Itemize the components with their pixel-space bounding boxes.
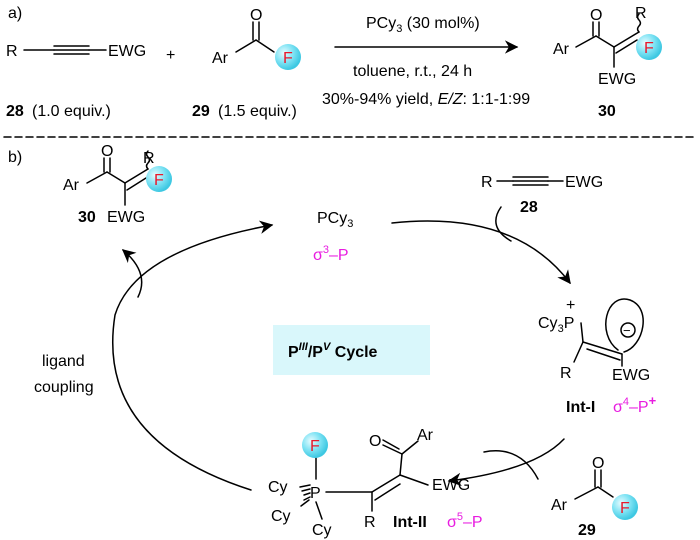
alkyne-ewg-label: EWG — [108, 43, 146, 60]
cycle-acyl-fluoride-f-label: F — [620, 500, 630, 517]
acyl-fluoride-f-label: F — [283, 50, 293, 67]
yield-condition: 30%-94% yield, E/Z: 1:1-1:99 — [322, 91, 530, 108]
catalyst-sigma-label: σ3–P — [313, 244, 349, 264]
cycle-acyl-fluoride-o-label: O — [592, 455, 604, 472]
product-30-bonds — [575, 13, 642, 68]
cycle-alkyne-r-label: R — [481, 174, 493, 191]
acyl-fluoride-o-label: O — [250, 7, 262, 24]
panel-a — [23, 13, 642, 68]
plus-sign: + — [166, 47, 175, 64]
fluorine-ball-30b — [146, 166, 172, 192]
int2-ewg-label: EWG — [432, 477, 470, 494]
panel-a-label: a) — [8, 5, 22, 22]
int1-plus: + — [566, 297, 575, 314]
product-r-label: R — [635, 5, 647, 22]
product-o-label: O — [590, 7, 602, 24]
int2-cy-label-2: Cy — [271, 508, 291, 525]
cycle-arc-int1-to-int2 — [447, 438, 565, 487]
product-release-arrow — [121, 249, 143, 298]
product-f-label: F — [644, 40, 654, 57]
fluorine-ball-29a — [275, 44, 301, 70]
int1-minus: − — [623, 323, 631, 338]
cycle-product-ar-label: Ar — [63, 177, 80, 194]
cycle-arc-int2-to-product — [111, 220, 274, 491]
catalyst-pcy3: PCy3 — [317, 210, 353, 230]
int2-cy-label-3: Cy — [312, 522, 332, 539]
cycle-alkyne-28-triple-bond — [496, 176, 564, 186]
int2-cy-label-1: Cy — [268, 479, 288, 496]
cycle-acyl-fluoride-ar-label: Ar — [551, 497, 568, 514]
cycle-product-r-label: R — [143, 150, 155, 167]
compound-29-equiv: (1.5 equiv.) — [218, 103, 297, 120]
cycle-compound-28-number: 28 — [520, 199, 538, 216]
cycle-compound-29-number: 29 — [578, 522, 596, 539]
int2-o-label: O — [369, 433, 381, 450]
fluorine-ball-29b — [612, 494, 638, 520]
int2-r-label: R — [364, 514, 376, 531]
int1-cy3p: Cy3P — [538, 315, 574, 335]
compound-29-number: 29 — [192, 103, 210, 120]
cycle-product-f-label: F — [154, 172, 164, 189]
int2-f-label: F — [310, 438, 320, 455]
int-2-bonds — [299, 439, 429, 520]
fluorine-balls — [146, 34, 662, 520]
cycle-acyl-fluoride-29-bonds — [574, 469, 614, 500]
catalyst-condition: PCy3 (30 mol%) — [366, 15, 480, 35]
cycle-compound-30-number: 30 — [78, 209, 96, 226]
acyl-fluoride-29-bonds — [235, 21, 275, 53]
cycle-product-o-label: O — [101, 143, 113, 160]
solvent-condition: toluene, r.t., 24 h — [353, 63, 472, 80]
panel-b — [86, 150, 644, 520]
product-ewg-label: EWG — [598, 71, 636, 88]
int1-sigma-label: σ4–P+ — [613, 393, 657, 416]
int2-name: Int-II — [393, 514, 427, 531]
alkyne-entry-hook — [495, 206, 512, 242]
int2-ar-label: Ar — [417, 427, 434, 444]
acyl-fluoride-entry-hook — [483, 450, 539, 480]
int2-p-label: P — [310, 485, 321, 502]
cycle-label-box — [273, 325, 430, 375]
cycle-name: PIII/PV Cycle — [288, 341, 378, 361]
cycle-product-ewg-label: EWG — [107, 209, 145, 226]
acyl-fluoride-ar-label: Ar — [212, 50, 229, 67]
int2-sigma-label: σ5–P — [447, 511, 483, 531]
cycle-alkyne-ewg-label: EWG — [565, 174, 603, 191]
compound-28-number: 28 — [6, 103, 24, 120]
fluorine-ball-30a — [636, 34, 662, 60]
int-1-bonds — [573, 298, 644, 367]
cycle-arc-catalyst-to-int1 — [391, 220, 571, 285]
int1-name: Int-I — [566, 399, 595, 416]
alkyne-r-label: R — [6, 43, 18, 60]
fluorine-ball-int2 — [302, 432, 328, 458]
compound-30-number: 30 — [598, 103, 616, 120]
int1-ewg-label: EWG — [612, 367, 650, 384]
compound-28-equiv: (1.0 equiv.) — [32, 103, 111, 120]
panel-b-label: b) — [8, 149, 22, 166]
product-ar-label: Ar — [553, 41, 570, 58]
int1-r-label: R — [560, 365, 572, 382]
alkyne-28-triple-bond — [23, 45, 107, 55]
cycle-product-30-bonds — [86, 150, 151, 206]
